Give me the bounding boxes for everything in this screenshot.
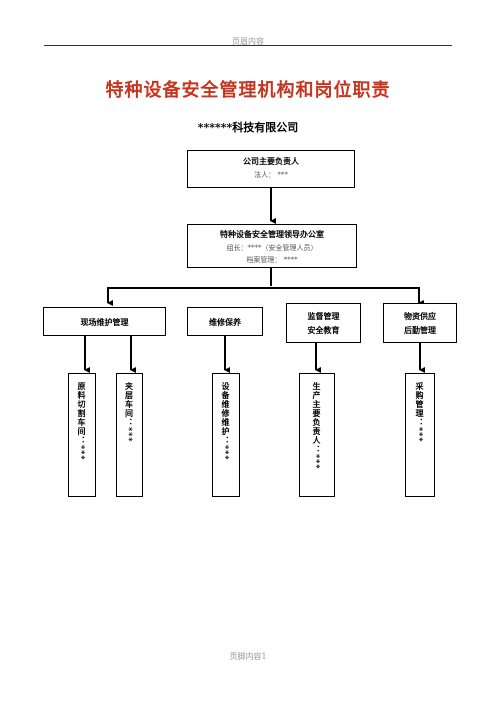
leaf-procurement-label: 采购管理：*** [415, 382, 425, 443]
dept-supply: 物资供应 后勤管理 [383, 303, 457, 343]
top-manager-title: 公司主要负责人 [243, 156, 299, 166]
company-name: ******科技有限公司 [197, 121, 299, 134]
top-manager-box: 公司主要负责人 法人： *** [187, 150, 355, 188]
dept-repair: 维修保养 [187, 307, 263, 336]
page-title: 特种设备安全管理机构和岗位职责 [105, 80, 391, 101]
dept-repair-label: 维修保养 [209, 316, 241, 327]
leaf-procurement: 采购管理：*** [405, 373, 435, 497]
office-leader: 组长：****（安全管理人员） [226, 244, 318, 252]
page-footer: 页脚内容1 [229, 652, 267, 661]
dept-onsite-label: 现场维护管理 [80, 316, 129, 327]
dept-onsite-maintenance: 现场维护管理 [43, 307, 166, 336]
office-title: 特种设备安全管理领导办公室 [220, 229, 324, 239]
leaf-production-head: 生产主要负责人：*** [299, 373, 335, 497]
dept-supply-line2: 后勤管理 [404, 325, 436, 335]
leadership-office-box: 特种设备安全管理领导办公室 组长：****（安全管理人员） 档案管理： **** [187, 224, 357, 268]
leaf-production-head-label: 生产主要负责人：*** [312, 382, 322, 470]
dept-supervision: 监督管理 安全教育 [286, 303, 361, 343]
leaf-interlayer: 夹层车间：*** [116, 373, 143, 497]
dept-supply-line1: 物资供应 [404, 311, 436, 321]
leaf-equipment-repair-label: 设备维修维护：*** [221, 382, 231, 461]
leaf-raw-cutting-label: 原料切割车间：*** [77, 382, 87, 461]
top-manager-legal-person: 法人： *** [254, 171, 288, 179]
header-divider [44, 45, 452, 46]
office-archive: 档案管理： **** [246, 256, 298, 264]
dept-supervision-line2: 安全教育 [307, 325, 340, 335]
leaf-interlayer-label: 夹层车间：*** [124, 382, 135, 443]
leaf-raw-cutting: 原料切割车间：*** [68, 373, 96, 497]
page-header: 页眉内容 [232, 37, 264, 46]
leaf-equipment-repair: 设备维修维护：*** [212, 373, 240, 497]
dept-supervision-line1: 监督管理 [307, 311, 340, 321]
